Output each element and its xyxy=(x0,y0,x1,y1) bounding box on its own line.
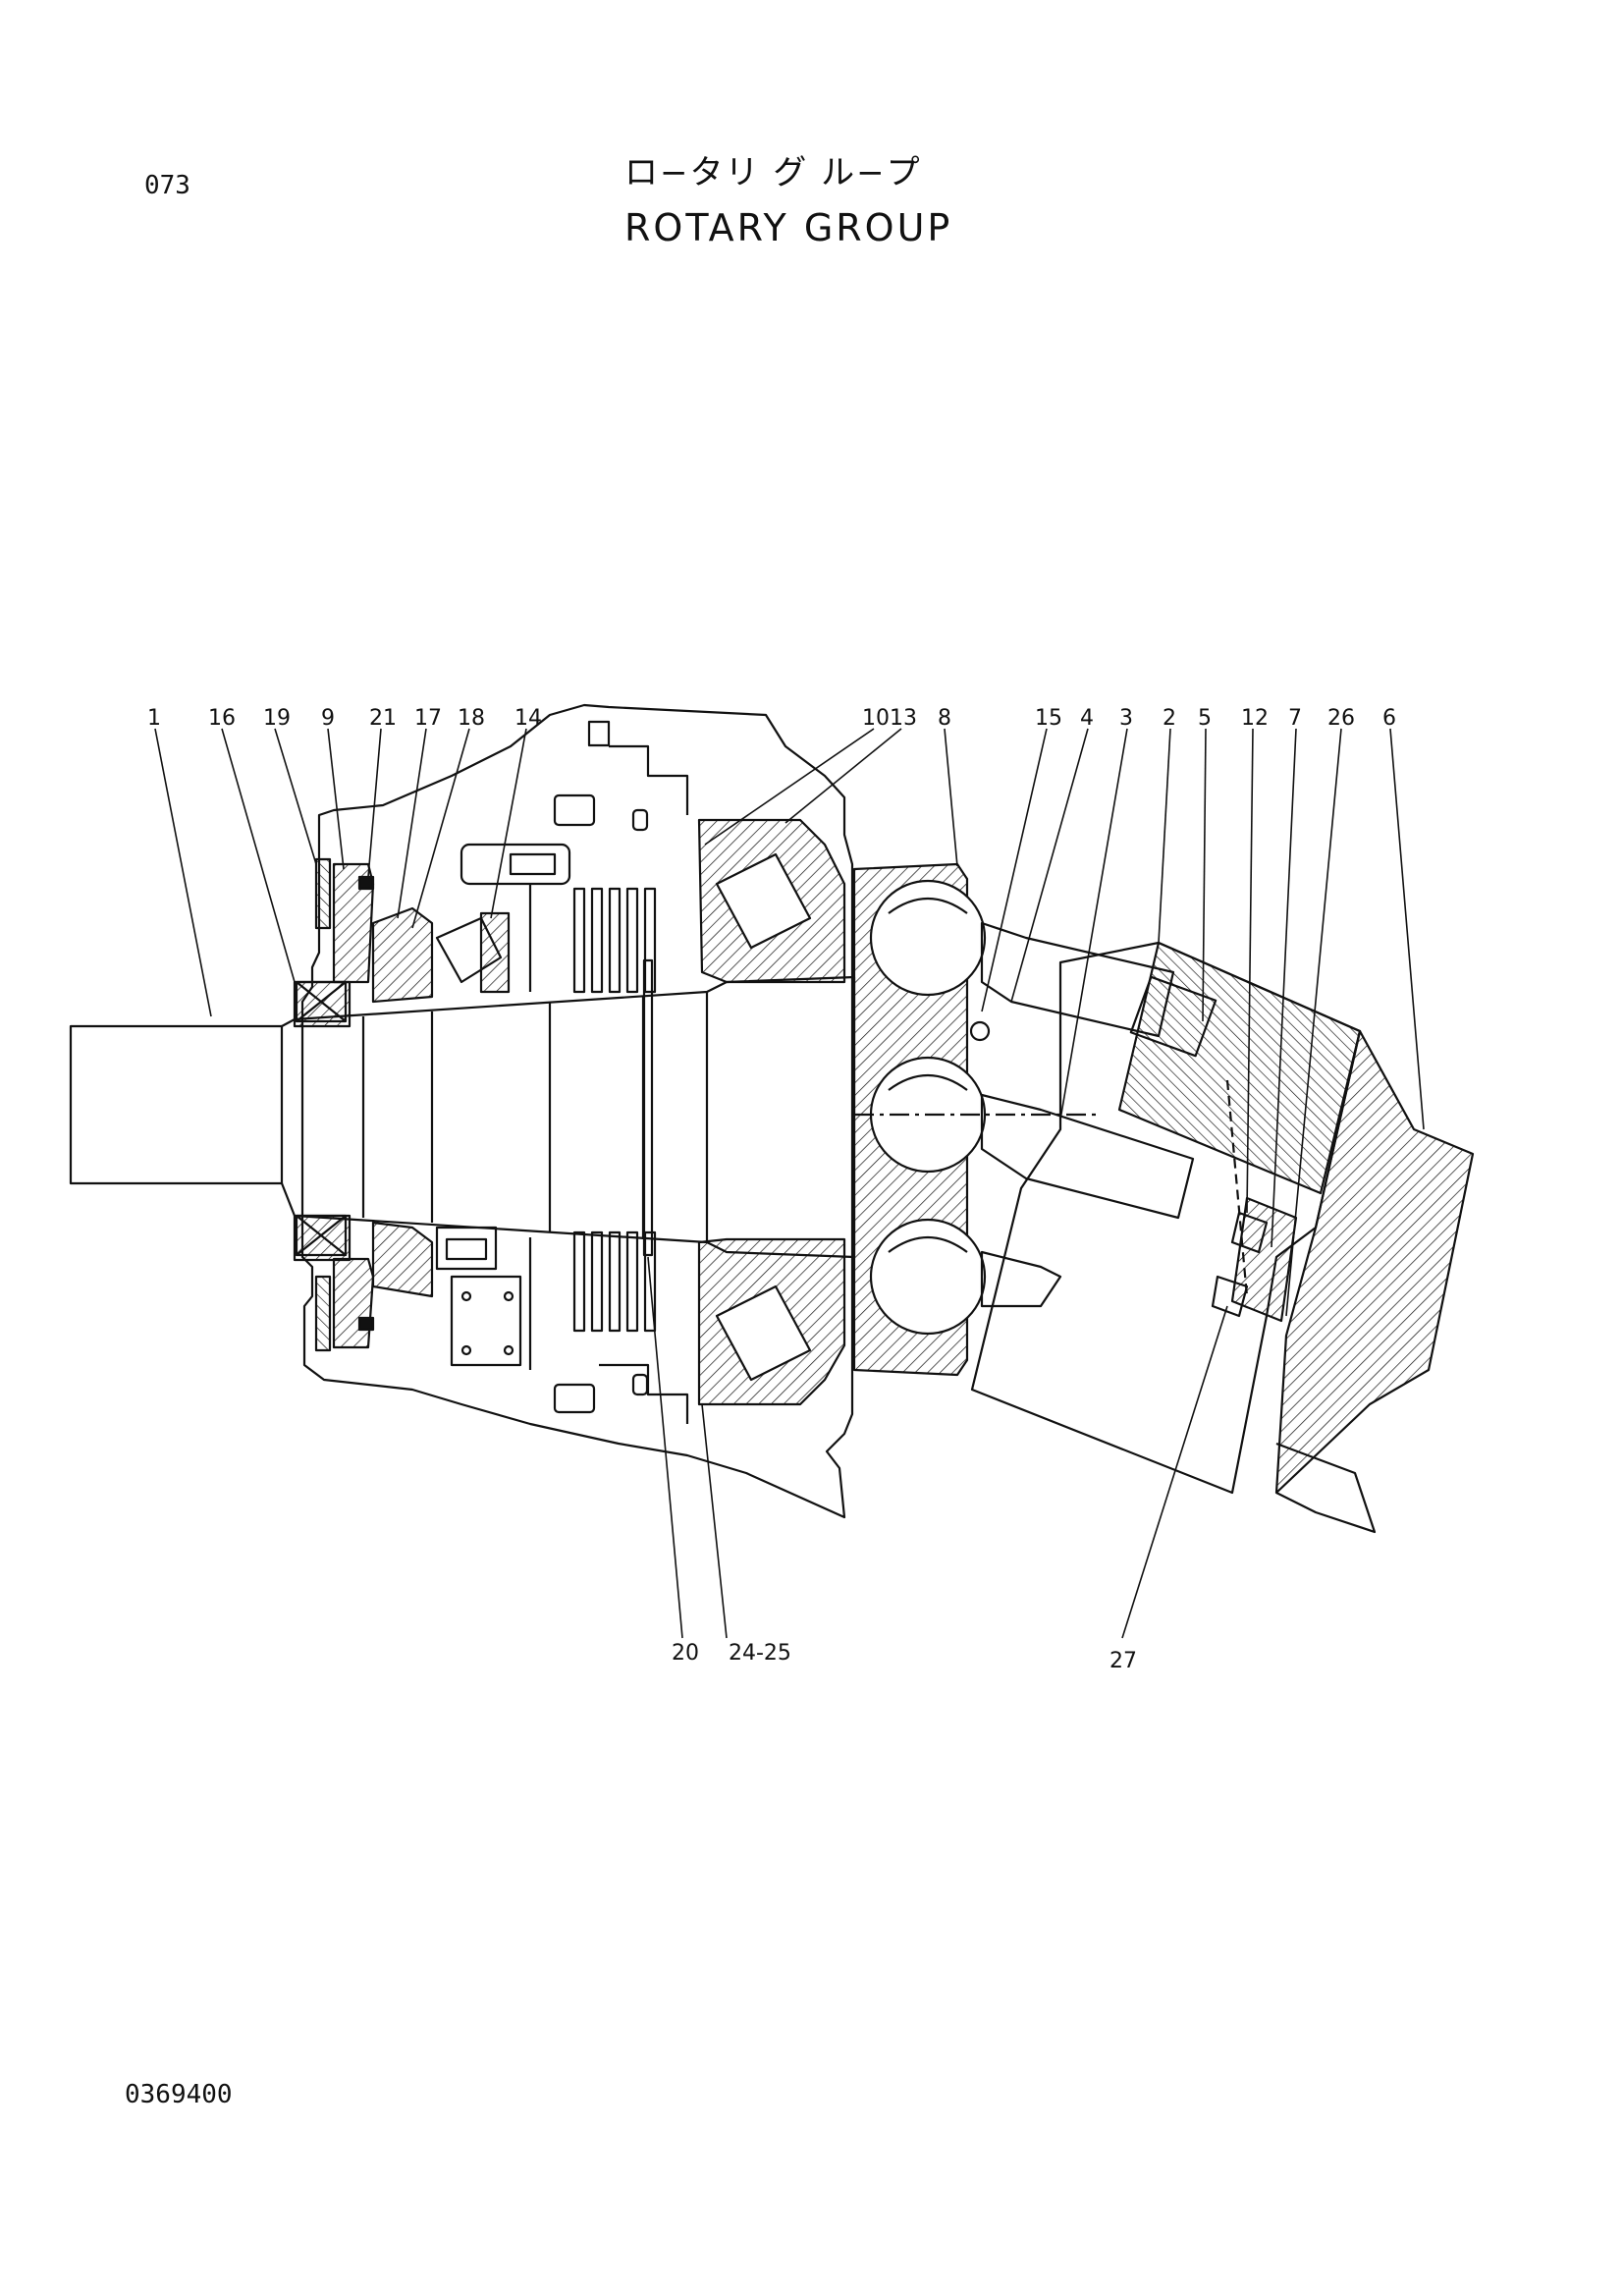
callout-21: 21 xyxy=(369,706,397,731)
piston-ball-bottom xyxy=(869,1218,987,1336)
piston-3 xyxy=(980,1093,1195,1220)
callout-6: 6 xyxy=(1382,706,1396,731)
bearing-16-top xyxy=(295,980,348,1023)
bearing-18-bottom xyxy=(371,1221,434,1298)
cylinder-bore-hatch xyxy=(1117,941,1362,1195)
callout-7: 7 xyxy=(1288,706,1302,731)
seal-ring-top xyxy=(293,980,352,1028)
callout-3: 3 xyxy=(1119,706,1133,731)
callout-2: 2 xyxy=(1163,706,1176,731)
valve-plate-7 xyxy=(1230,1196,1298,1323)
callout-14: 14 xyxy=(514,706,542,731)
end-cover-6 xyxy=(1274,1029,1475,1495)
roller-13-bottom xyxy=(715,1285,812,1382)
callout-26: 26 xyxy=(1327,706,1355,731)
callout-1: 1 xyxy=(147,706,161,731)
housing-outline xyxy=(300,703,854,1519)
callout-24-25: 24-25 xyxy=(729,1641,791,1666)
spring-12 xyxy=(1230,1211,1269,1254)
bore-5 xyxy=(1129,975,1217,1058)
bearing-18-top xyxy=(371,906,434,1004)
callout-18: 18 xyxy=(458,706,485,731)
snap-ring-20 xyxy=(642,958,654,1257)
callout-27: 27 xyxy=(1109,1649,1137,1673)
output-shaft-end xyxy=(69,1024,284,1185)
page-title: ROTARY GROUP xyxy=(624,206,953,249)
seal-ring-bottom xyxy=(293,1214,352,1262)
callout-20: 20 xyxy=(672,1641,699,1666)
callout-17: 17 xyxy=(414,706,442,731)
callout-13: 13 xyxy=(890,706,917,731)
callout-16: 16 xyxy=(208,706,236,731)
callout-10: 10 xyxy=(862,706,890,731)
callout-labels: 1 16 19 9 21 17 18 14 10 13 8 15 4 3 2 5… xyxy=(147,706,1396,1673)
callout-8: 8 xyxy=(938,706,951,731)
drawing-code: 0369400 xyxy=(125,2080,233,2109)
cover-9-top xyxy=(332,862,375,984)
callout-19: 19 xyxy=(263,706,291,731)
brake-discs-bottom xyxy=(572,1230,657,1333)
spring-26 xyxy=(1211,1275,1249,1318)
cover-9-bottom xyxy=(332,1257,375,1349)
piston-ball-top xyxy=(869,879,987,997)
callout-9: 9 xyxy=(321,706,335,731)
callout-15: 15 xyxy=(1035,706,1062,731)
bearing-16-bottom xyxy=(295,1214,348,1257)
brake-piston-top xyxy=(460,843,571,886)
roller-13-top xyxy=(715,852,812,950)
shaft-body xyxy=(280,975,856,1259)
brake-discs-top xyxy=(572,887,657,994)
page-number: 073 xyxy=(144,171,190,200)
callout-5: 5 xyxy=(1198,706,1212,731)
brake-piston-bottom xyxy=(450,1275,522,1367)
title-japanese: ロ−タリ グ ル−プ xyxy=(624,153,922,192)
callout-4: 4 xyxy=(1080,706,1094,731)
callout-12: 12 xyxy=(1241,706,1269,731)
